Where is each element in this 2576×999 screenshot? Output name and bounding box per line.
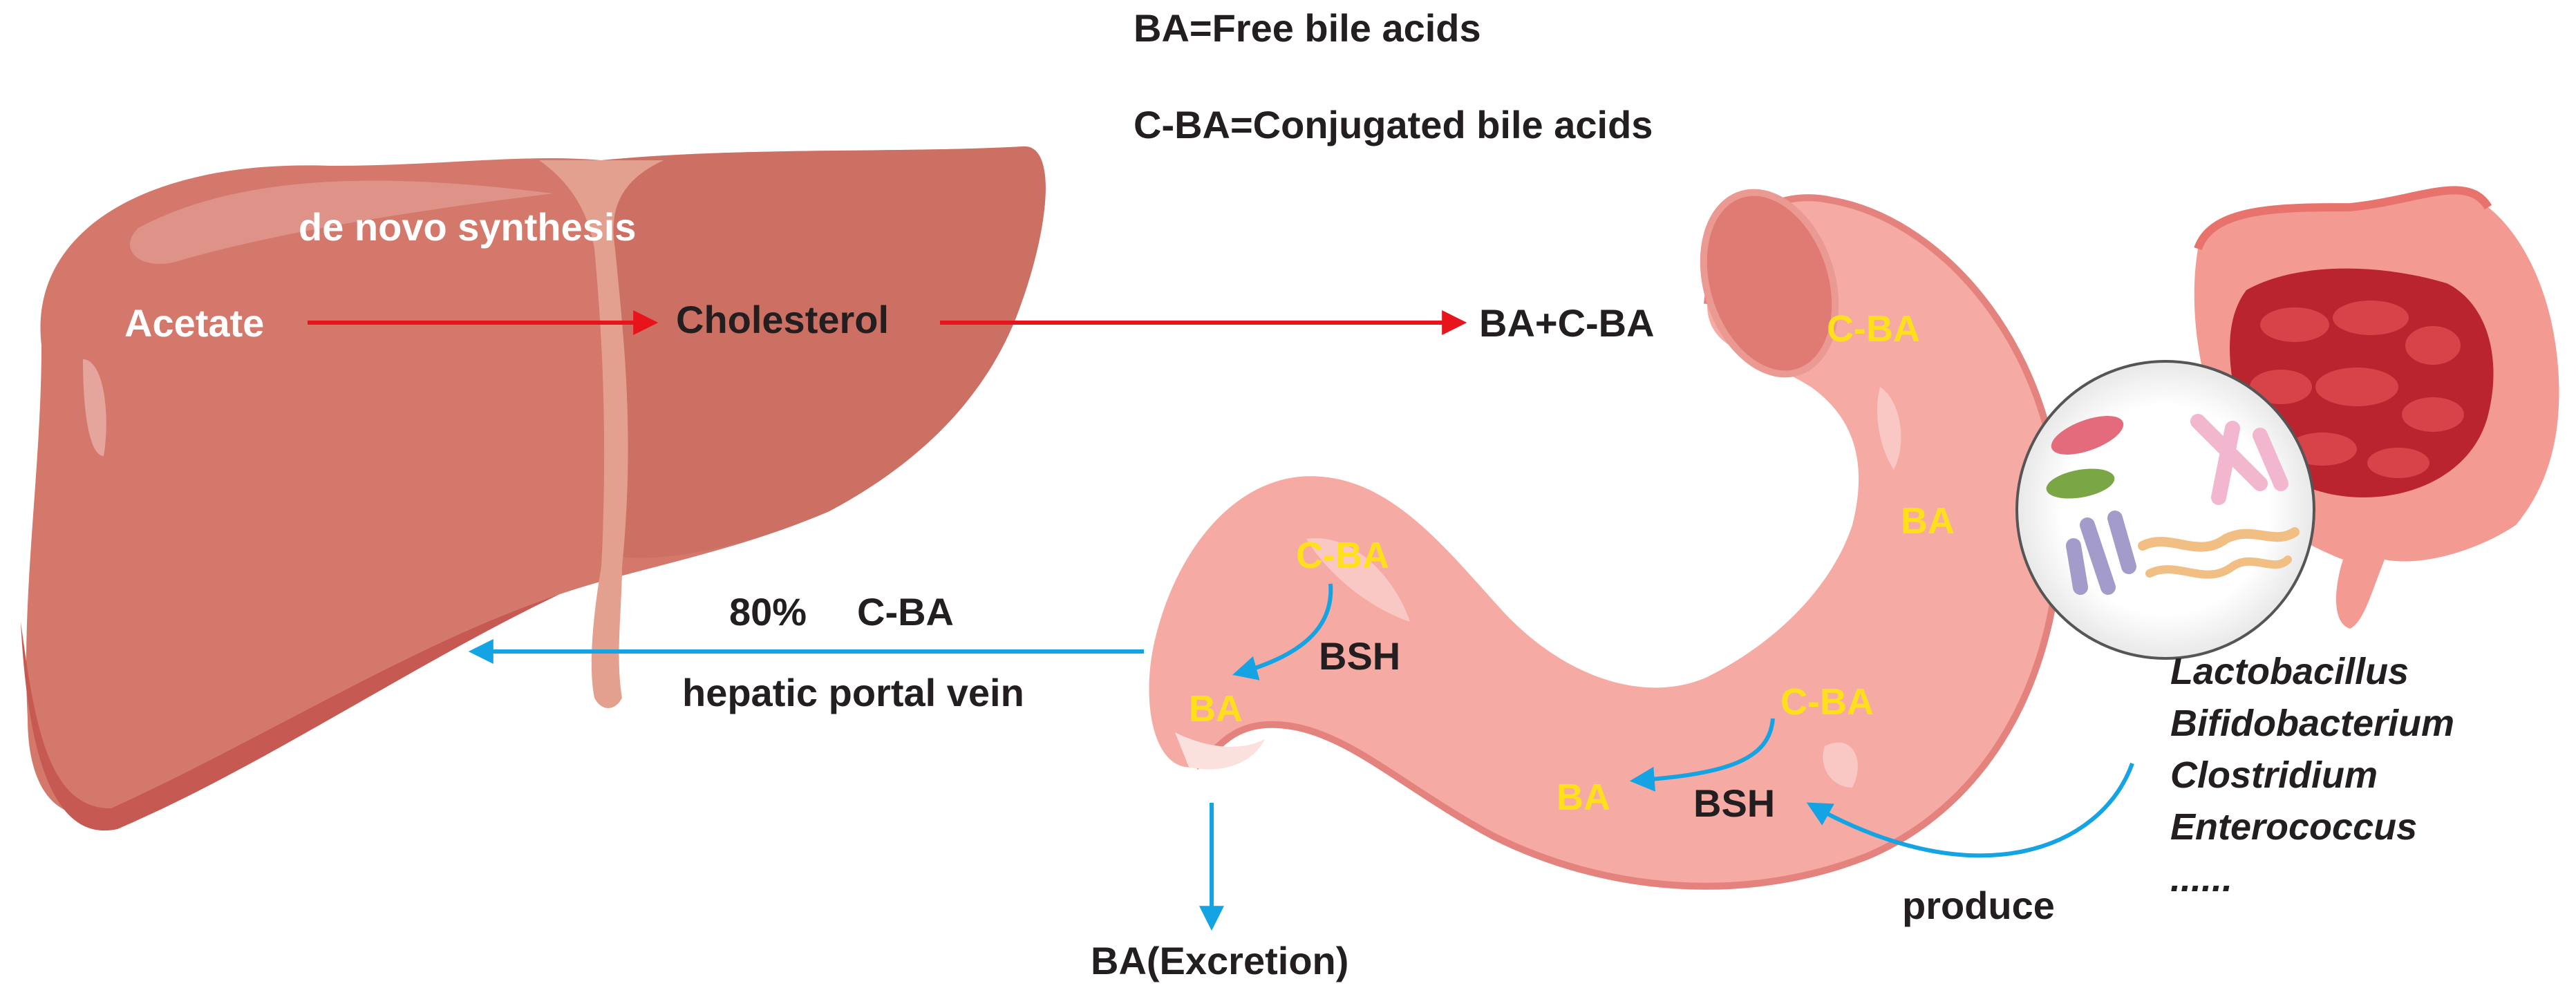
falciform-ligament [539,160,664,708]
bacterium-green [2046,468,2115,499]
bacterium-purple [2066,511,2136,595]
liver-illustration [21,146,1046,831]
genus-enterococcus: Enterococcus [2170,806,2417,848]
bacterium-orange [2138,527,2300,552]
arrow-produce [1806,762,2134,858]
liver-right-lobe [601,146,1046,558]
genus-lactobacillus: Lactobacillus [2170,651,2409,692]
ba-lower-right: BA [1557,777,1610,818]
legend-ba: BA=Free bile acids [1134,6,1481,50]
produce-label: produce [1902,884,2055,927]
bsh-left: BSH [1319,634,1400,678]
arrow-bsh-left [1232,583,1333,681]
genus-bifidobacterium: Bifidobacterium [2170,703,2454,744]
portal-vein-label: hepatic portal vein [682,671,1024,714]
portal-percent: 80% [729,590,807,634]
liver-lower-edge [21,594,560,831]
acetate-label: Acetate [124,301,264,345]
cba-lower-right: C-BA [1780,681,1874,723]
arrows [308,310,2134,931]
arrow-bsh-right [1629,718,1775,792]
intestine-illustration [1149,189,2064,890]
liver-highlight-small [83,359,106,456]
portal-cba: C-BA [857,590,954,634]
bacterium-pink [2190,414,2288,505]
bsh-lower-right: BSH [1693,781,1775,825]
ba-left: BA [1189,688,1243,730]
bile-output-label: BA+C-BA [1479,301,1655,345]
excretion-label: BA(Excretion) [1091,939,1348,982]
legend-cba: C-BA=Conjugated bile acids [1134,103,1653,146]
synthesis-label: de novo synthesis [299,205,637,249]
intestine-highlight-left [1306,538,1410,622]
bacteria-magnifier [2015,360,2315,660]
labels: BA=Free bile acids C-BA=Conjugated bile … [124,6,2454,982]
intestine-highlight-right [1877,387,1901,470]
intestine-outline [1194,194,2064,890]
bacterium-red [2051,416,2124,455]
ba-mid: BA [1901,500,1955,542]
cba-left: C-BA [1296,535,1389,576]
bacteria-circle [2015,360,2315,660]
cba-top: C-BA [1827,308,1920,350]
liver-highlight [130,180,553,264]
genus-ellipsis: ...... [2170,858,2232,900]
cholesterol-label: Cholesterol [676,298,889,341]
intestine-tube [1149,198,2060,886]
genus-clostridium: Clostridium [2170,754,2378,796]
intestine-opening [1703,192,1836,374]
